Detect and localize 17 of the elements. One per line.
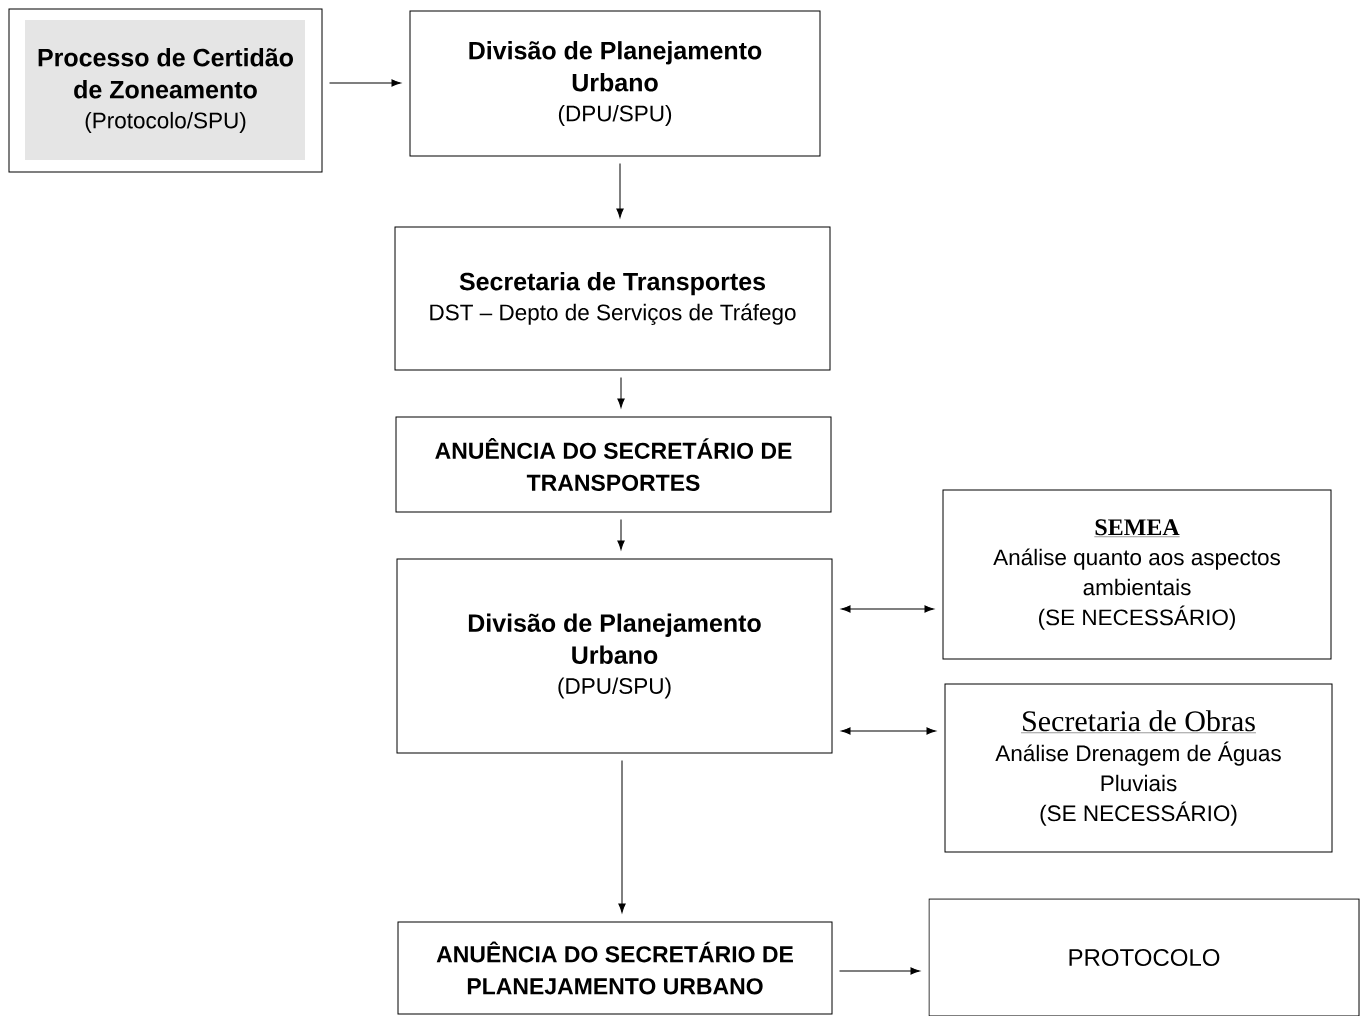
arrow	[841, 605, 934, 613]
process-box: SEMEA Análise quanto aos aspectos ambientais (SE NECESSÁRIO)	[942, 489, 1332, 660]
process-box: PROTOCOLO	[928, 898, 1360, 1016]
arrow	[618, 760, 626, 913]
arrow	[617, 519, 625, 550]
process-box: Processo de Certidão de Zoneamento (Protocolo/SPU)	[8, 8, 323, 173]
process-box: Secretaria de Obras Análise Drenagem de Águas Pluviais (SE NECESSÁRIO)	[944, 683, 1333, 853]
arrow	[617, 377, 625, 408]
process-box: Divisão de Planejamento Urbano (DPU/SPU)	[396, 558, 833, 754]
arrow	[841, 727, 936, 735]
process-box: Divisão de Planejamento Urbano (DPU/SPU)	[409, 10, 821, 157]
arrow	[839, 967, 920, 975]
process-box: ANUÊNCIA DO SECRETÁRIO DE TRANSPORTES	[395, 416, 832, 513]
process-box: Secretaria de Transportes DST – Depto de Serviços de Tráfego	[394, 226, 831, 371]
arrow	[329, 79, 401, 87]
arrow	[616, 163, 624, 218]
process-box: ANUÊNCIA DO SECRETÁRIO DE PLANEJAMENTO URBANO	[397, 921, 833, 1015]
